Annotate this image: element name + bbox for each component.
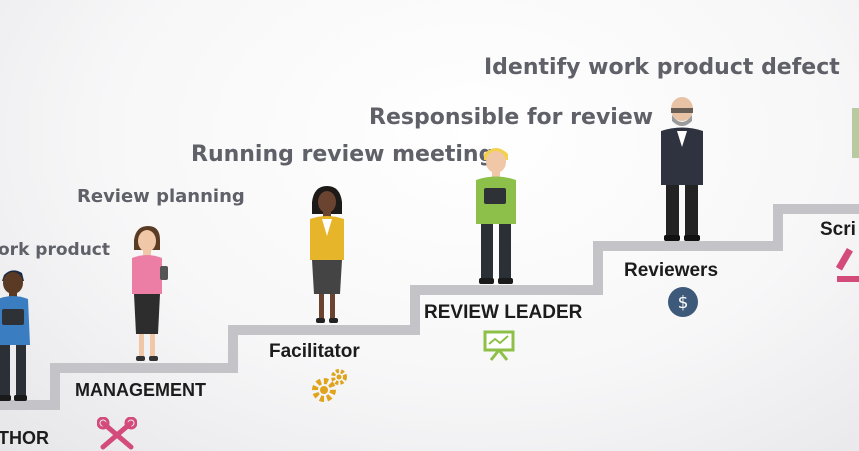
author-person-icon <box>0 270 30 401</box>
management-person-icon <box>132 226 168 361</box>
dollar-coin-icon: $ <box>668 287 698 317</box>
responsibility-management: Review planning <box>77 186 245 207</box>
role-reviewers: Reviewers <box>624 260 719 281</box>
facilitator-person-icon <box>310 186 344 323</box>
role-facilitator: Facilitator <box>269 341 360 362</box>
role-scribe: Scri <box>820 219 856 240</box>
reviewer-person-icon <box>661 97 703 241</box>
presentation-board-icon <box>483 330 515 361</box>
responsibility-review-leader: Responsible for review <box>369 105 654 130</box>
role-author: THOR <box>0 428 49 448</box>
role-review-leader: REVIEW LEADER <box>424 302 583 323</box>
gears-icon <box>312 369 347 402</box>
wrench-cross-icon <box>97 417 137 450</box>
pen-icon <box>835 247 859 282</box>
responsibility-author: ork product <box>0 240 110 260</box>
scribe-person-icon <box>852 108 859 158</box>
responsibility-reviewers: Identify work product defect <box>484 55 840 80</box>
svg-text:$: $ <box>678 293 689 313</box>
role-management: MANAGEMENT <box>75 380 206 400</box>
review-leader-person-icon <box>476 148 516 284</box>
responsibility-facilitator: Running review meeting <box>191 142 495 167</box>
